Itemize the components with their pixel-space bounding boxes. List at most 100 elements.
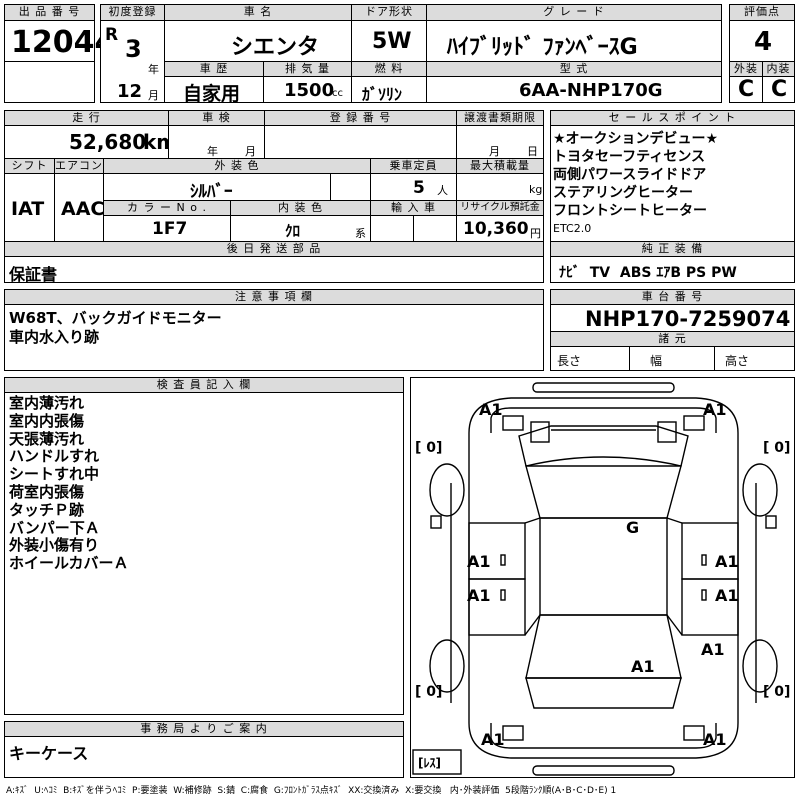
reg-year: 3 <box>125 35 142 63</box>
dmg-quarter-right: A1 <box>701 640 725 659</box>
dmg-rear-left: A1 <box>481 730 505 749</box>
chassis-header: 車 台 番 号 <box>550 289 795 305</box>
dmg-fender-right: A1 <box>715 552 739 571</box>
import-cell-b <box>413 215 457 242</box>
car-outline-diagram <box>412 382 778 776</box>
mileage: 52,680 <box>69 130 147 154</box>
registration-header: 登 録 番 号 <box>264 110 457 126</box>
recycle-fee: 10,360 <box>463 219 529 239</box>
history-cell: 自家用 <box>164 76 264 105</box>
height-label: 高さ <box>725 354 750 368</box>
inspector-header: 検 査 員 記 入 欄 <box>4 377 404 393</box>
import-header: 輸 入 車 <box>370 200 457 216</box>
tire-fl: [ 0] <box>415 440 443 456</box>
doors: 5W <box>372 29 412 54</box>
mileage-header: 走 行 <box>4 110 169 126</box>
doors-cell: 5W <box>351 20 427 62</box>
sales-cell: ★オークションデビュー★ トヨタセーフティセンス 両側パワースライドドア ステア… <box>550 125 795 242</box>
inspection-month-unit: 月 <box>245 145 256 158</box>
displacement-header: 排 気 量 <box>263 61 352 77</box>
shift-header: シフト <box>4 158 55 174</box>
color-header: 外 装 色 <box>103 158 371 174</box>
displacement-cell: 1500 cc <box>263 76 352 103</box>
car-name-cell: シエンタ <box>164 20 352 62</box>
sales-points: ★オークションデビュー★ トヨタセーフティセンス 両側パワースライドドア ステア… <box>553 131 719 219</box>
later-parts-cell: 保証書 <box>4 256 544 284</box>
equipment: ﾅﾋﾞ TV ABS ｴｱB PS PW <box>559 265 737 281</box>
notes-cell: W68T、バックガイドモニター 車内水入り跡 <box>4 304 544 371</box>
score-header: 評価点 <box>729 4 795 21</box>
sales-extra: ETC2.0 <box>553 222 592 235</box>
import-cell-a <box>370 215 414 242</box>
max-load-unit: kg <box>529 183 543 196</box>
fuel-header: 燃 料 <box>351 61 427 77</box>
dmg-fender-left: A1 <box>467 552 491 571</box>
displacement-unit: cc <box>332 88 343 99</box>
tire-rr: [ 0] <box>763 684 791 700</box>
dmg-front-right: A1 <box>703 400 727 419</box>
era: R <box>105 25 119 45</box>
length-cell: 長さ <box>550 346 630 371</box>
chassis-cell: NHP170-7259074 <box>550 304 795 332</box>
inspection-header: 車 検 <box>168 110 265 126</box>
dimensions-header: 諸 元 <box>550 331 795 347</box>
height-cell: 高さ <box>714 346 795 371</box>
interior-color-header: 内 装 色 <box>230 200 371 216</box>
first-reg-header: 初度登録 <box>100 4 165 21</box>
color-cell: ｼﾙﾊﾞｰ <box>103 173 331 202</box>
exterior-score: C <box>738 77 755 102</box>
model-cell: 6AA-NHP170G <box>426 76 722 103</box>
notes-header: 注 意 事 項 欄 <box>4 289 544 305</box>
transfer-header: 譲渡書類期限 <box>456 110 544 126</box>
transfer-month-unit: 月 <box>489 145 500 158</box>
length-label: 長さ <box>557 354 582 368</box>
later-parts: 保証書 <box>9 265 58 284</box>
spare-tire: [ﾚｽ] <box>418 756 441 770</box>
tire-rl: [ 0] <box>415 684 443 700</box>
ac-header: エアコン <box>54 158 104 174</box>
legend: A:ｷｽﾞ U:ﾍｺﾐ B:ｷｽﾞを伴うﾍｺﾐ P:要塗装 W:補修跡 S:錆 … <box>6 786 617 796</box>
lot-blank <box>4 61 95 103</box>
lot-number: 12044 <box>11 25 116 60</box>
sales-header: セ ー ル ス ポ イ ン ト <box>550 110 795 126</box>
month-unit: 月 <box>148 89 159 102</box>
displacement: 1500 <box>284 80 335 101</box>
car-name-header: 車 名 <box>164 4 352 21</box>
equipment-cell: ﾅﾋﾞ TV ABS ｴｱB PS PW <box>550 256 795 283</box>
lot-header: 出 品 番 号 <box>4 4 95 21</box>
year-unit: 年 <box>148 63 159 76</box>
fuel: ｶﾞｿﾘﾝ <box>362 85 403 104</box>
score-cell: 4 <box>729 20 795 62</box>
office-cell: キーケース <box>4 736 404 778</box>
interior-color: ｸﾛ <box>285 222 301 240</box>
capacity-unit: 人 <box>437 184 448 197</box>
chassis-number: NHP170-7259074 <box>585 307 791 331</box>
exterior-header: 外装 <box>729 61 763 77</box>
color-no-header: カ ラ ー N o . <box>103 200 231 216</box>
capacity: 5 <box>413 178 425 198</box>
inspector-notes: 室内薄汚れ 室内内張傷 天張薄汚れ ハンドルすれ シートすれ中 荷室内張傷 タッ… <box>9 394 129 573</box>
later-parts-header: 後 日 発 送 部 品 <box>4 241 544 257</box>
dmg-door-left: A1 <box>467 586 491 605</box>
registration-cell <box>264 125 457 159</box>
color-no-cell: 1F7 <box>103 215 231 242</box>
shift: IAT <box>11 198 45 220</box>
dmg-roof: G <box>626 518 640 537</box>
car-name: シエンタ <box>231 35 320 60</box>
exterior-score-cell: C <box>729 76 763 103</box>
capacity-header: 乗車定員 <box>370 158 457 174</box>
width-cell: 幅 <box>629 346 715 371</box>
interior-color-unit: 系 <box>355 227 366 240</box>
transfer-day-unit: 日 <box>527 145 538 158</box>
first-reg-cell: R 3 年 12 月 <box>100 20 165 103</box>
reg-month: 12 <box>117 81 143 102</box>
interior-score-cell: C <box>762 76 795 103</box>
inspection-cell: 年 月 <box>168 125 265 159</box>
color-blank <box>330 173 371 201</box>
interior-color-cell: ｸﾛ 系 <box>230 215 371 242</box>
model-code: 6AA-NHP170G <box>519 80 663 101</box>
fuel-cell: ｶﾞｿﾘﾝ <box>351 76 427 104</box>
score: 4 <box>754 27 773 57</box>
mileage-cell: 52,680 km <box>4 125 177 159</box>
ac-cell: AAC <box>54 173 104 242</box>
